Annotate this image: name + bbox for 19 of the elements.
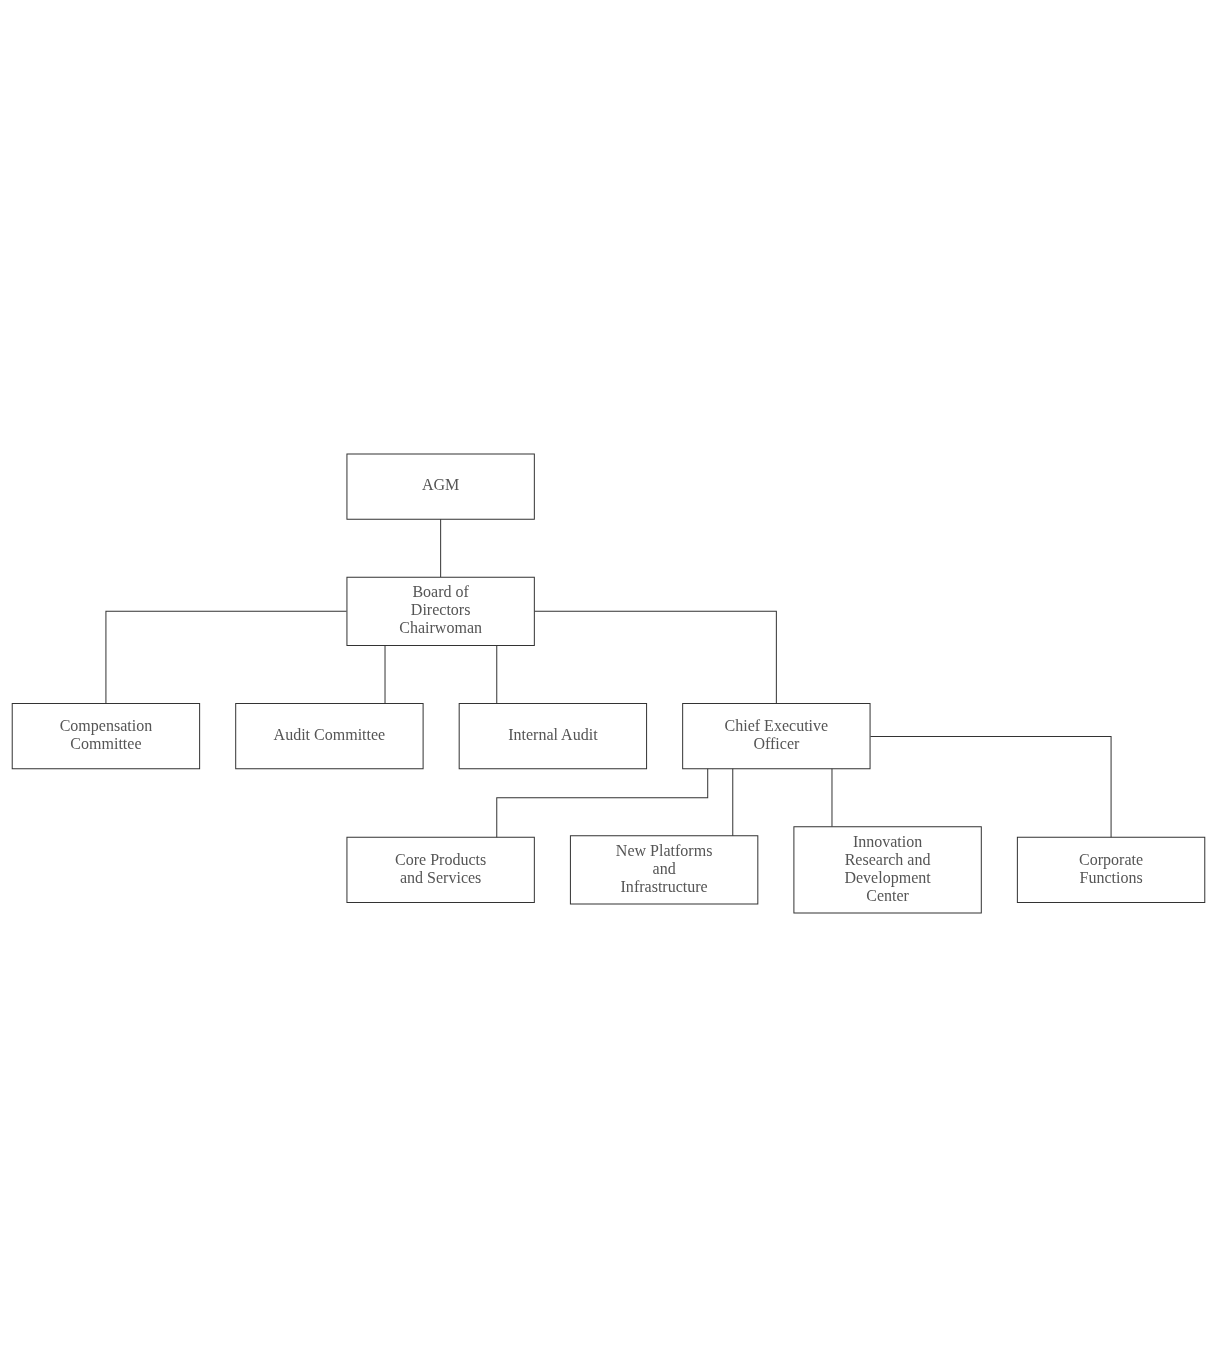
connector bbox=[831, 768, 833, 827]
node-box: Core Products and Services bbox=[346, 836, 535, 903]
node-box: Innovation Research and Development Center bbox=[793, 826, 982, 914]
node-box: Internal Audit bbox=[458, 703, 648, 770]
node-box: AGM bbox=[346, 453, 535, 520]
connector bbox=[496, 768, 709, 838]
connector bbox=[534, 610, 777, 704]
connector bbox=[732, 768, 734, 837]
node-box: Board of Directors Chairwoman bbox=[346, 576, 535, 646]
node-box: New Platforms and Infrastructure bbox=[569, 835, 759, 905]
connector bbox=[440, 518, 442, 578]
connector bbox=[384, 644, 386, 704]
node-box: Audit Committee bbox=[235, 703, 424, 770]
node-box: Compensation Committee bbox=[11, 703, 201, 770]
node-box: Corporate Functions bbox=[1016, 836, 1206, 903]
node-box: Chief Executive Officer bbox=[682, 703, 871, 770]
connector bbox=[105, 610, 347, 704]
connector bbox=[870, 736, 1112, 838]
connector bbox=[496, 644, 498, 704]
